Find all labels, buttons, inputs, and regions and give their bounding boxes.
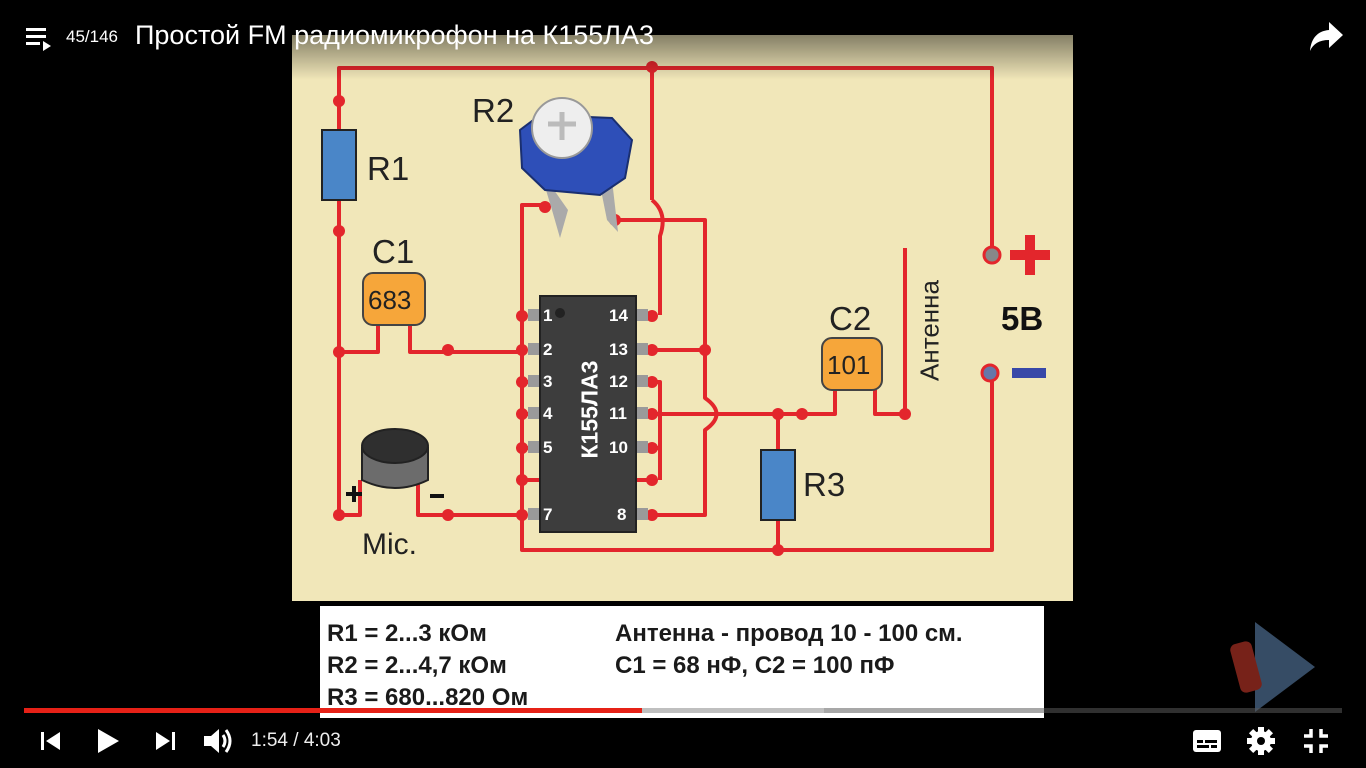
capacitor-c1 (362, 272, 426, 326)
pin-label: 8 (617, 505, 627, 524)
spec-r3: R3 = 680...820 Ом (327, 684, 529, 711)
trimmer-r2 (518, 97, 634, 238)
playlist-icon[interactable] (26, 26, 54, 52)
pin-label: 7 (543, 505, 553, 524)
pin-label: 4 (543, 404, 553, 423)
label-r2: R2 (472, 92, 515, 129)
label-r1: R1 (367, 150, 410, 187)
pin-label: 10 (609, 438, 628, 457)
label-c2-value: 101 (827, 350, 871, 380)
microphone (346, 428, 444, 502)
label-chip: К155ЛА3 (576, 360, 603, 459)
played-range (24, 708, 643, 713)
time-display: 1:54 / 4:03 (251, 730, 341, 751)
pin-label: 1 (543, 306, 553, 325)
video-title[interactable]: Простой FM радиомикрофон на К155ЛА3 (135, 20, 655, 50)
plus-terminal (982, 245, 1002, 265)
pin-label: 14 (609, 306, 628, 325)
label-r3: R3 (803, 466, 846, 503)
previous-icon[interactable] (38, 728, 64, 754)
subtitles-icon[interactable] (1192, 728, 1222, 754)
share-icon[interactable] (1309, 20, 1345, 54)
pin-label: 3 (543, 372, 553, 391)
label-voltage: 5В (1001, 300, 1044, 337)
capacitor-c2 (821, 337, 883, 391)
spec-antenna: Антенна - провод 10 - 100 см. (615, 620, 963, 647)
next-icon[interactable] (152, 728, 178, 754)
pin-label: 11 (609, 404, 627, 423)
label-c1-value: 683 (368, 285, 412, 315)
spec-r2: R2 = 2...4,7 кОм (327, 652, 507, 679)
volume-icon[interactable] (202, 726, 236, 756)
minus-terminal (980, 363, 1000, 383)
top-bar (0, 0, 1366, 80)
minus-sign-icon (1012, 368, 1046, 378)
pin-label: 2 (543, 340, 553, 359)
pin-label: 12 (609, 372, 628, 391)
specs-panel: R1 = 2...3 кОм R2 = 2...4,7 кОм R3 = 680… (320, 606, 1044, 718)
playlist-counter[interactable]: 45/146 (66, 27, 118, 46)
exit-fullscreen-icon[interactable] (1302, 727, 1330, 755)
label-c1: C1 (372, 233, 415, 270)
label-mic: Mic. (362, 528, 417, 561)
resistor-r1 (321, 129, 357, 201)
label-c2: C2 (829, 300, 872, 337)
pin-label: 13 (609, 340, 628, 359)
resistor-r3 (760, 449, 796, 521)
play-icon[interactable] (94, 726, 122, 756)
settings-icon[interactable] (1246, 726, 1276, 756)
spec-caps: С1 = 68 нФ, С2 = 100 пФ (615, 652, 895, 679)
chip-k155la3 (528, 295, 648, 533)
plus-sign-icon (1010, 235, 1050, 275)
progress-bar[interactable] (24, 708, 1342, 713)
channel-watermark-icon[interactable] (1225, 612, 1320, 722)
spec-r1: R1 = 2...3 кОм (327, 620, 487, 647)
pin-label: 5 (543, 438, 553, 457)
label-antenna: Антенна (914, 280, 945, 381)
